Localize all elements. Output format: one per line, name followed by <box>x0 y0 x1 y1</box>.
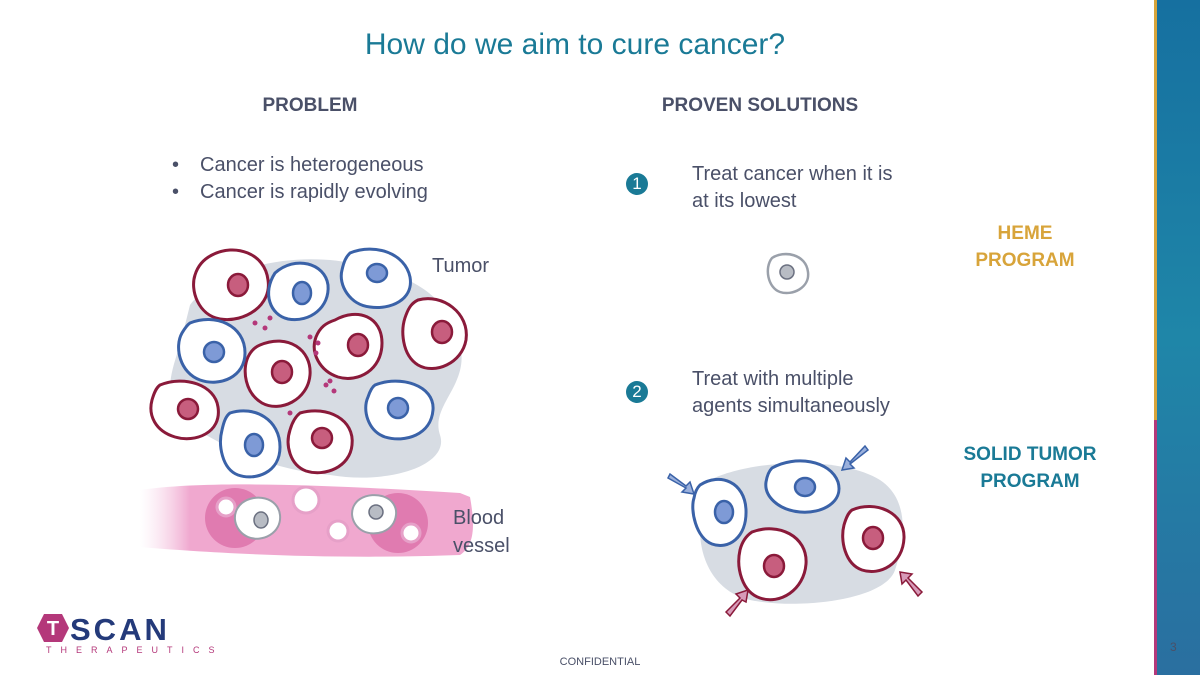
agent-arrow-icon <box>899 571 924 598</box>
blue-cell <box>177 318 247 384</box>
solid-line2: PROGRAM <box>980 471 1080 492</box>
secreted-molecules <box>252 315 337 416</box>
solution-1-line1: Treat cancer when it is <box>692 163 893 185</box>
tumor-illustration <box>140 247 473 557</box>
solid-line1: SOLID TUMOR <box>963 444 1097 465</box>
tumor-cell <box>312 312 384 380</box>
agent-arrow-icon <box>840 444 870 471</box>
blue-cell <box>764 459 841 514</box>
tumor-cell <box>243 339 312 408</box>
bullet-icon: • <box>172 181 180 203</box>
circulating-cell <box>233 496 282 540</box>
agent-arrow-icon <box>667 472 696 495</box>
right-accent-gold-stripe <box>1154 0 1157 675</box>
slide-title: How do we aim to cure cancer? <box>364 28 786 61</box>
solution-1-line2: at its lowest <box>692 190 797 212</box>
list-item: • Cancer is heterogeneous <box>172 152 428 179</box>
blood-vessel-label-line2: vessel <box>453 535 510 557</box>
agent-arrow-icon <box>724 588 749 618</box>
heme-line2: PROGRAM <box>975 250 1075 271</box>
bullet-text: Cancer is heterogeneous <box>200 154 424 176</box>
blood-cell <box>326 519 350 543</box>
list-item: • Cancer is rapidly evolving <box>172 179 428 206</box>
multi-agent-illustration <box>667 444 924 618</box>
blue-cell <box>691 477 748 547</box>
right-accent-pink-stripe <box>1154 420 1157 675</box>
blood-cell <box>291 485 321 515</box>
blue-cell <box>339 247 412 310</box>
footer-confidential: CONFIDENTIAL <box>559 656 641 668</box>
tumor-cell <box>841 505 906 573</box>
tumor-cell <box>149 379 220 441</box>
blue-cell <box>364 379 435 441</box>
blood-cell <box>400 522 422 544</box>
solution-2-line1: Treat with multiple <box>692 368 854 390</box>
logo-subtitle: THERAPEUTICS <box>46 645 224 655</box>
solutions-heading: PROVEN SOLUTIONS <box>661 95 859 116</box>
solid-tumor-program-label: SOLID TUMOR PROGRAM <box>950 441 1110 495</box>
tumor-cell <box>737 527 808 602</box>
tumor-cell <box>401 297 468 371</box>
blue-cell <box>219 409 282 479</box>
step-2-badge: 2 <box>626 381 648 403</box>
problem-heading: PROBLEM <box>262 95 358 116</box>
tumor-cell <box>286 409 354 475</box>
step-1-badge: 1 <box>626 173 648 195</box>
logo-letter: T <box>47 618 59 640</box>
blood-cell <box>215 496 237 518</box>
tscan-logo-hexagon-icon: T <box>37 614 69 642</box>
logo-wordmark: SCAN <box>70 612 170 647</box>
circulating-cell <box>351 494 398 535</box>
right-accent-bar <box>1154 0 1200 675</box>
bullet-icon: • <box>172 154 180 176</box>
single-cell-icon <box>766 252 810 295</box>
solution-2-line2: agents simultaneously <box>692 395 890 417</box>
blood-vessel-label-line1: Blood <box>453 507 505 529</box>
tumor-label: Tumor <box>432 255 490 277</box>
problem-bullet-list: • Cancer is heterogeneous • Cancer is ra… <box>172 152 428 206</box>
tumor-cell <box>192 248 270 322</box>
heme-line1: HEME <box>997 223 1053 244</box>
blue-cell <box>267 261 330 322</box>
bullet-text: Cancer is rapidly evolving <box>200 181 428 203</box>
page-number: 3 <box>1170 640 1177 654</box>
heme-program-label: HEME PROGRAM <box>960 220 1090 274</box>
